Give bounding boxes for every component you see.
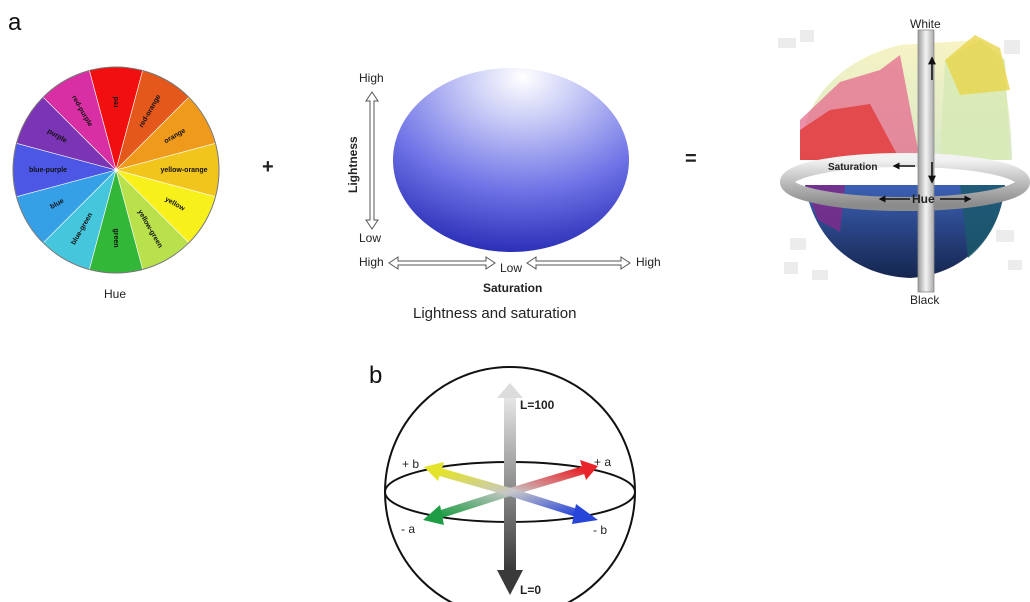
lab-l100-label: L=100 [520,398,555,412]
lightness-axis-label: Lightness [346,136,360,193]
lightness-saturation-ellipse [393,68,629,252]
saturation-arrow-right [526,256,631,270]
lightness-saturation-diagram: High Low Lightness High Low High Saturat… [346,68,661,322]
color-solid: Saturation Hue [778,29,1030,293]
saturation-left-high-label: High [359,255,384,269]
color-solid-ring [780,153,1030,211]
lab-plus-a-arrow [506,460,598,496]
hue-wedge-label: red [113,97,120,108]
lab-minus-a-label: - a [401,522,415,536]
color-solid-saturation-label: Saturation [828,162,877,173]
lab-l0-label: L=0 [520,583,541,597]
lab-sphere: L=100 L=0 + a - a + b - b [384,366,636,602]
lab-plus-b-arrow [424,462,514,496]
color-solid-hue-label: Hue [912,192,935,206]
lab-minus-b-arrow [506,488,598,524]
saturation-right-high-label: High [636,255,661,269]
plus-sign: + [262,156,274,178]
lab-plus-a-label: + a [594,455,611,469]
saturation-arrow-left [388,256,496,270]
hue-wedge-label: green [112,228,119,247]
hue-wedge-label: blue-purple [29,167,67,174]
panel-b-letter: b [369,362,382,389]
equals-sign: = [685,148,697,170]
lab-plus-b-label: + b [402,457,419,471]
lab-minus-a-arrow [423,488,514,525]
lightness-high-label: High [359,71,384,85]
saturation-low-label: Low [500,261,522,275]
hue-wheel-caption: Hue [104,287,126,301]
color-solid-black-label: Black [910,293,940,307]
color-solid-white-label: White [910,17,941,31]
lightness-saturation-caption: Lightness and saturation [413,305,576,322]
panel-a-letter: a [8,9,22,36]
saturation-axis-label: Saturation [483,281,542,295]
lab-minus-b-label: - b [593,523,607,537]
lightness-low-label: Low [359,231,381,245]
lightness-arrow [365,91,379,230]
color-solid-background-noise [778,30,1022,280]
color-solid-pole [917,29,935,293]
hue-wedge-label: yellow-orange [160,167,207,174]
lab-l-axis [497,383,523,595]
